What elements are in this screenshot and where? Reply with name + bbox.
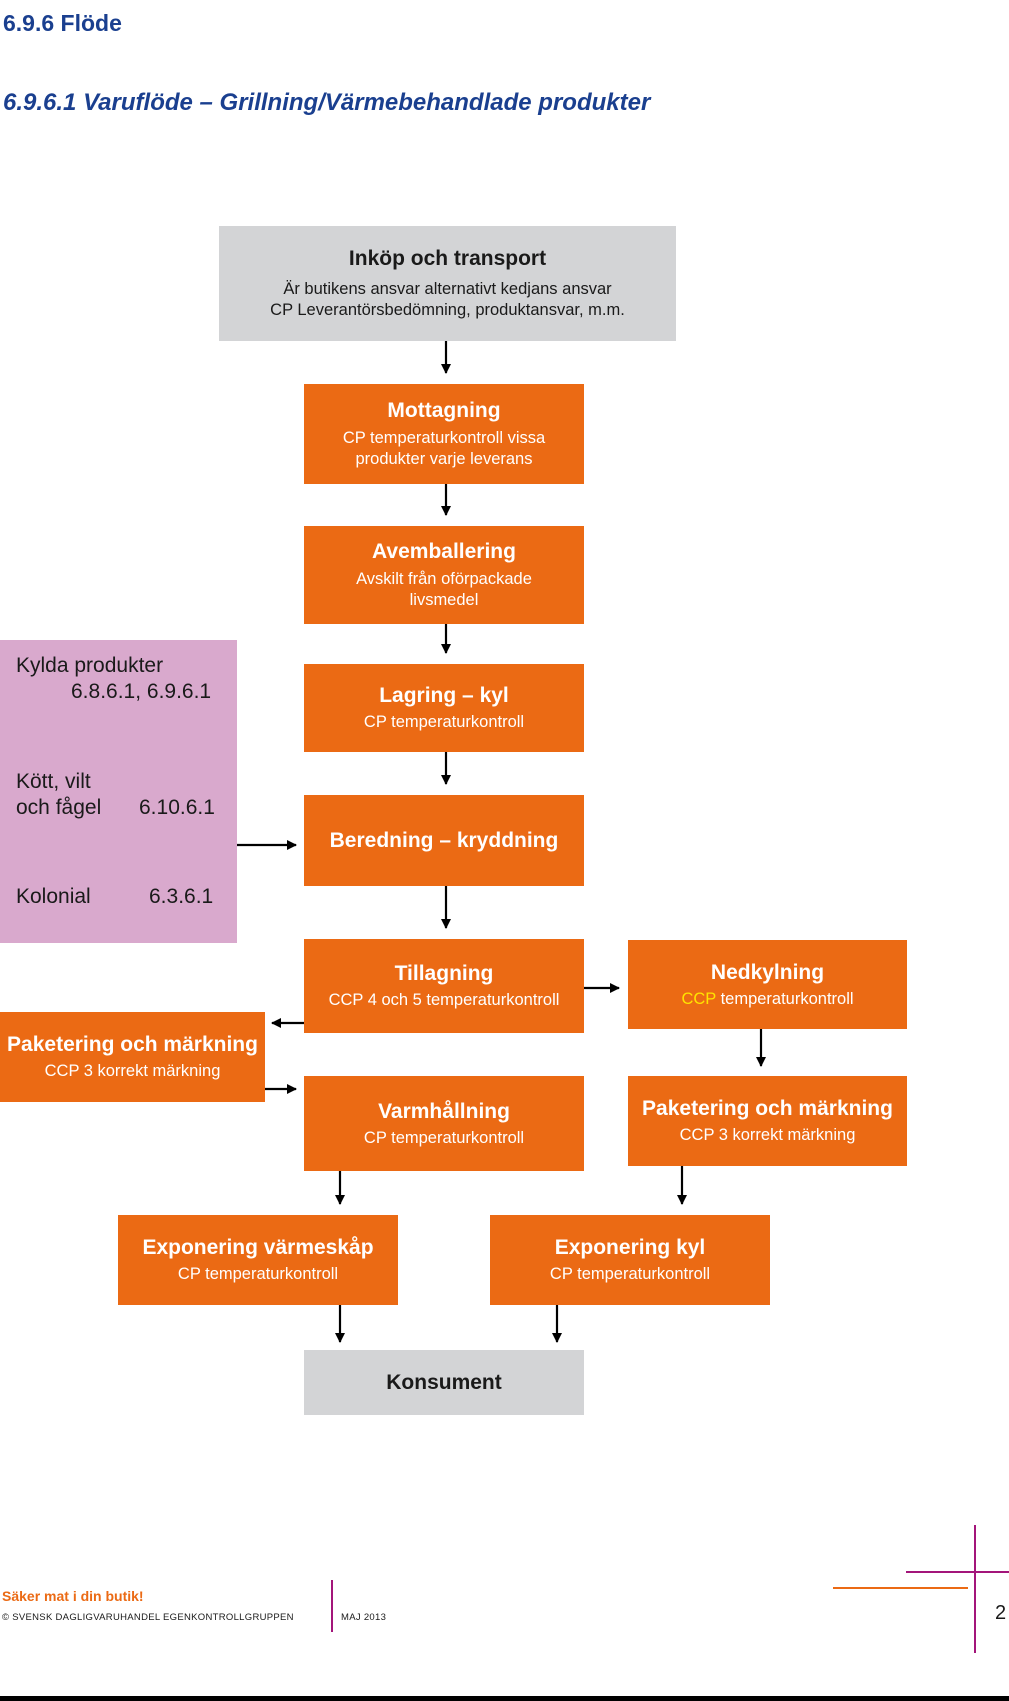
node-nedkylning-title: Nedkylning [710, 960, 825, 984]
node-nedkylning: Nedkylning CCP temperaturkontroll [628, 940, 907, 1029]
side-kott-label-2: och fågel [16, 796, 102, 819]
node-inkop-line1: Är butikens ansvar alternativt kedjans a… [283, 279, 612, 298]
node-inkop-line2: CP Leverantörsbedömning, produktansvar, … [270, 301, 625, 320]
node-tillagning-line1: CCP 4 och 5 temperaturkontroll [328, 991, 560, 1010]
node-exp-kyl-title: Exponering kyl [554, 1236, 706, 1260]
bottom-border [0, 1696, 1009, 1701]
node-avemballering-title: Avemballering [372, 540, 516, 564]
page-number: 2 [995, 1602, 1007, 1624]
node-inkop-title: Inköp och transport [348, 247, 547, 271]
node-avemballering-line1: Avskilt från oförpackade [356, 569, 532, 588]
node-paketering-right-line1: CCP 3 korrekt märkning [679, 1126, 856, 1145]
node-varmhallning-title: Varmhållning [378, 1099, 510, 1123]
node-nedkylning-line1: CCP temperaturkontroll [681, 989, 853, 1010]
node-lagring-title: Lagring – kyl [379, 684, 509, 708]
node-exp-kyl-line1: CP temperaturkontroll [549, 1265, 711, 1284]
node-lagring-kyl: Lagring – kyl CP temperaturkontroll [304, 664, 584, 752]
side-kolonial-ref: 6.3.6.1 [149, 885, 214, 908]
side-kott-label-1: Kött, vilt [16, 770, 91, 793]
node-mottagning: Mottagning CP temperaturkontroll vissa p… [304, 384, 584, 484]
node-avemballering-line2: livsmedel [409, 591, 479, 610]
node-mottagning-line2: produkter varje leverans [355, 450, 533, 469]
node-exp-varme-line1: CP temperaturkontroll [177, 1265, 339, 1284]
side-kolonial-label: Kolonial [16, 885, 91, 908]
node-konsument: Konsument [304, 1350, 584, 1415]
node-exp-varme-title: Exponering värmeskåp [142, 1236, 374, 1260]
node-paketering-left: Paketering och märkning CCP 3 korrekt mä… [0, 1012, 265, 1102]
node-nedkylning-ccp: CCP [681, 989, 716, 1008]
node-mottagning-line1: CP temperaturkontroll vissa [342, 428, 546, 447]
side-kott-ref: 6.10.6.1 [139, 796, 215, 819]
node-lagring-line1: CP temperaturkontroll [363, 713, 525, 732]
node-nedkylning-rest: temperaturkontroll [715, 989, 854, 1008]
side-kylda-ref: 6.8.6.1, 6.9.6.1 [71, 680, 212, 703]
node-varmhallning-line1: CP temperaturkontroll [363, 1128, 525, 1147]
footer-date: MAJ 2013 [341, 1612, 387, 1623]
node-paketering-right-title: Paketering och märkning [642, 1097, 893, 1121]
node-tillagning-title: Tillagning [394, 962, 494, 986]
node-inkop-och-transport: Inköp och transport Är butikens ansvar a… [219, 226, 676, 341]
node-konsument-title: Konsument [386, 1370, 502, 1394]
node-beredning-kryddning: Beredning – kryddning [304, 795, 584, 886]
side-kylda-label: Kylda produkter [16, 654, 164, 677]
node-exponering-kyl: Exponering kyl CP temperaturkontroll [490, 1215, 770, 1305]
node-tillagning: Tillagning CCP 4 och 5 temperaturkontrol… [304, 939, 584, 1033]
node-paketering-right: Paketering och märkning CCP 3 korrekt mä… [628, 1076, 907, 1166]
node-beredning-title: Beredning – kryddning [329, 828, 559, 852]
footer-copyright: © SVENSK DAGLIGVARUHANDEL EGENKONTROLLGR… [2, 1612, 294, 1623]
footer-tagline: Säker mat i din butik! [2, 1588, 144, 1604]
node-exponering-varmeskap: Exponering värmeskåp CP temperaturkontro… [118, 1215, 398, 1305]
subsection-heading: 6.9.6.1 Varuflöde – Grillning/Värmebehan… [3, 89, 651, 116]
node-paketering-left-title: Paketering och märkning [7, 1033, 258, 1057]
side-panel [0, 640, 237, 943]
section-heading: 6.9.6 Flöde [3, 10, 122, 36]
node-avemballering: Avemballering Avskilt från oförpackade l… [304, 526, 584, 624]
node-varmhallning: Varmhållning CP temperaturkontroll [304, 1076, 584, 1171]
node-mottagning-title: Mottagning [387, 399, 501, 423]
node-paketering-left-line1: CCP 3 korrekt märkning [44, 1062, 221, 1081]
